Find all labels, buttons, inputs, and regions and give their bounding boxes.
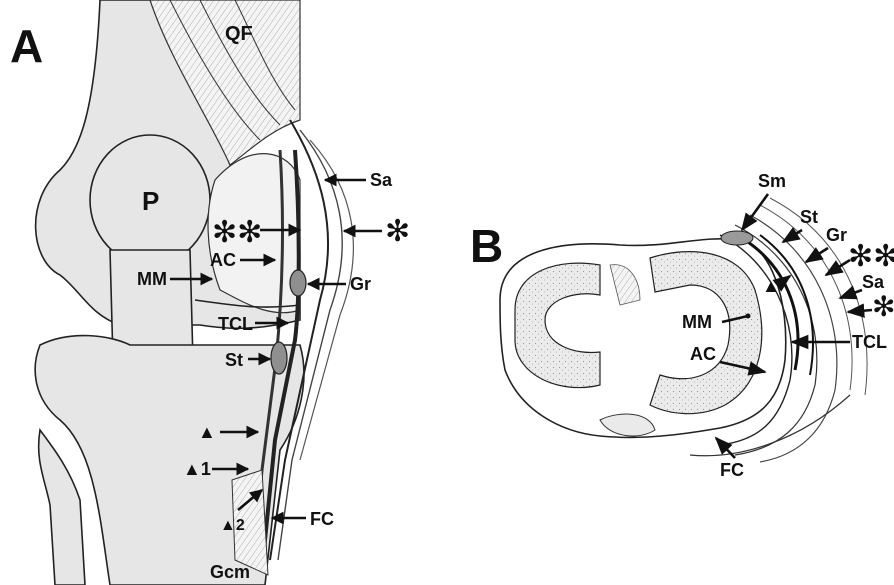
- panel-b: B Sm St Gr ✻✻ Sa: [470, 171, 894, 480]
- label-b-st: St: [800, 207, 818, 227]
- fibula: [39, 430, 85, 585]
- tibial-tuberosity: [600, 414, 655, 436]
- arrow-b-sm: [742, 194, 768, 230]
- label-b-single-asterisk: ✻: [872, 291, 894, 322]
- label-p: P: [142, 186, 159, 216]
- label-b-gr: Gr: [826, 225, 847, 245]
- anterior-horn-attachment: [610, 265, 640, 305]
- gracilis-section: [290, 270, 306, 296]
- label-b-ac: AC: [690, 344, 716, 364]
- label-gr: Gr: [350, 274, 371, 294]
- label-b-sa: Sa: [862, 272, 885, 292]
- arrow-b-sa: [840, 290, 862, 298]
- label-triangle-2: ▲2: [220, 517, 245, 534]
- label-qf: QF: [225, 23, 253, 45]
- label-ac: AC: [210, 250, 236, 270]
- label-triangle: ▲: [198, 422, 216, 442]
- semimembranosus-section: [721, 231, 753, 245]
- semitendinosus-section: [271, 342, 287, 374]
- label-triangle-1: ▲1: [183, 459, 211, 479]
- label-single-asterisk: ✻: [385, 215, 410, 248]
- arrow-b-single-asterisk: [848, 310, 872, 312]
- arrow-b-gr: [806, 248, 828, 262]
- label-mm: MM: [137, 269, 167, 289]
- panel-b-letter: B: [470, 220, 503, 272]
- label-st: St: [225, 350, 243, 370]
- arrow-b-st: [783, 230, 802, 242]
- label-b-triangle: ▲: [762, 276, 780, 296]
- label-b-mm: MM: [682, 312, 712, 332]
- label-fc: FC: [310, 509, 334, 529]
- panel-a-letter: A: [10, 20, 43, 72]
- panel-a: A QF P PL: [10, 0, 410, 585]
- label-sa: Sa: [370, 170, 393, 190]
- label-gcm: Gcm: [210, 562, 250, 582]
- medial-meniscus: [650, 252, 762, 414]
- mm-dot: [746, 314, 751, 319]
- lateral-meniscus: [515, 263, 600, 387]
- label-b-double-asterisk: ✻✻: [848, 240, 894, 273]
- label-b-sm: Sm: [758, 171, 786, 191]
- label-b-fc: FC: [720, 460, 744, 480]
- label-tcl: TCL: [218, 314, 253, 334]
- label-double-asterisk: ✻✻: [212, 216, 262, 249]
- label-b-tcl: TCL: [852, 332, 887, 352]
